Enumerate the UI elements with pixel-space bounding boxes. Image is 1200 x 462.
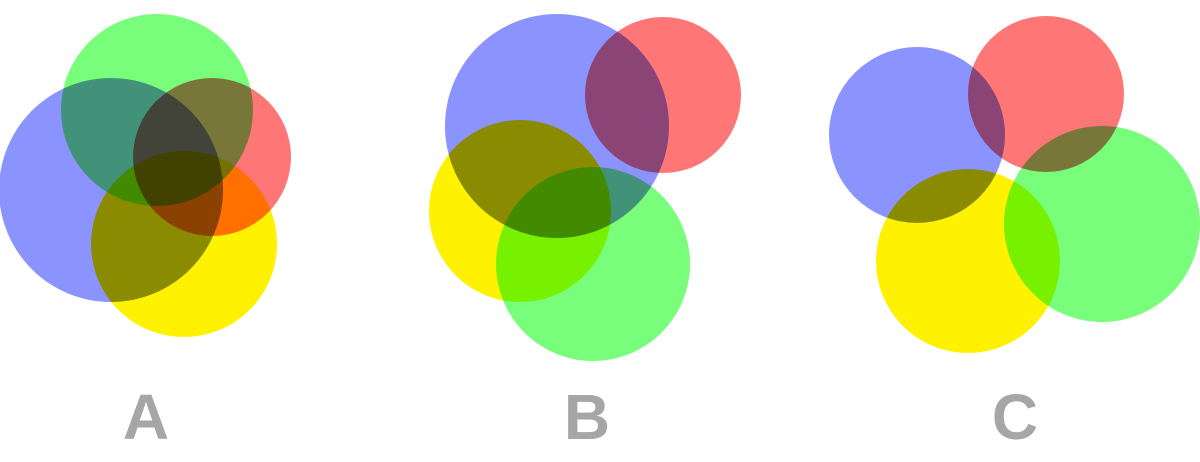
panel-c-circles <box>829 16 1200 353</box>
green-circle <box>496 167 690 361</box>
red-circle <box>585 17 741 173</box>
panel-a: A <box>0 14 291 453</box>
panel-a-label: A <box>123 381 169 453</box>
panel-c-label: C <box>992 381 1038 453</box>
panel-b-circles <box>429 14 741 361</box>
blue-circle <box>0 78 223 302</box>
panel-c: C <box>829 16 1200 453</box>
panel-b-label: B <box>564 381 610 453</box>
green-circle <box>1004 126 1200 322</box>
panel-a-circles <box>0 14 291 337</box>
panel-b: B <box>429 14 741 453</box>
